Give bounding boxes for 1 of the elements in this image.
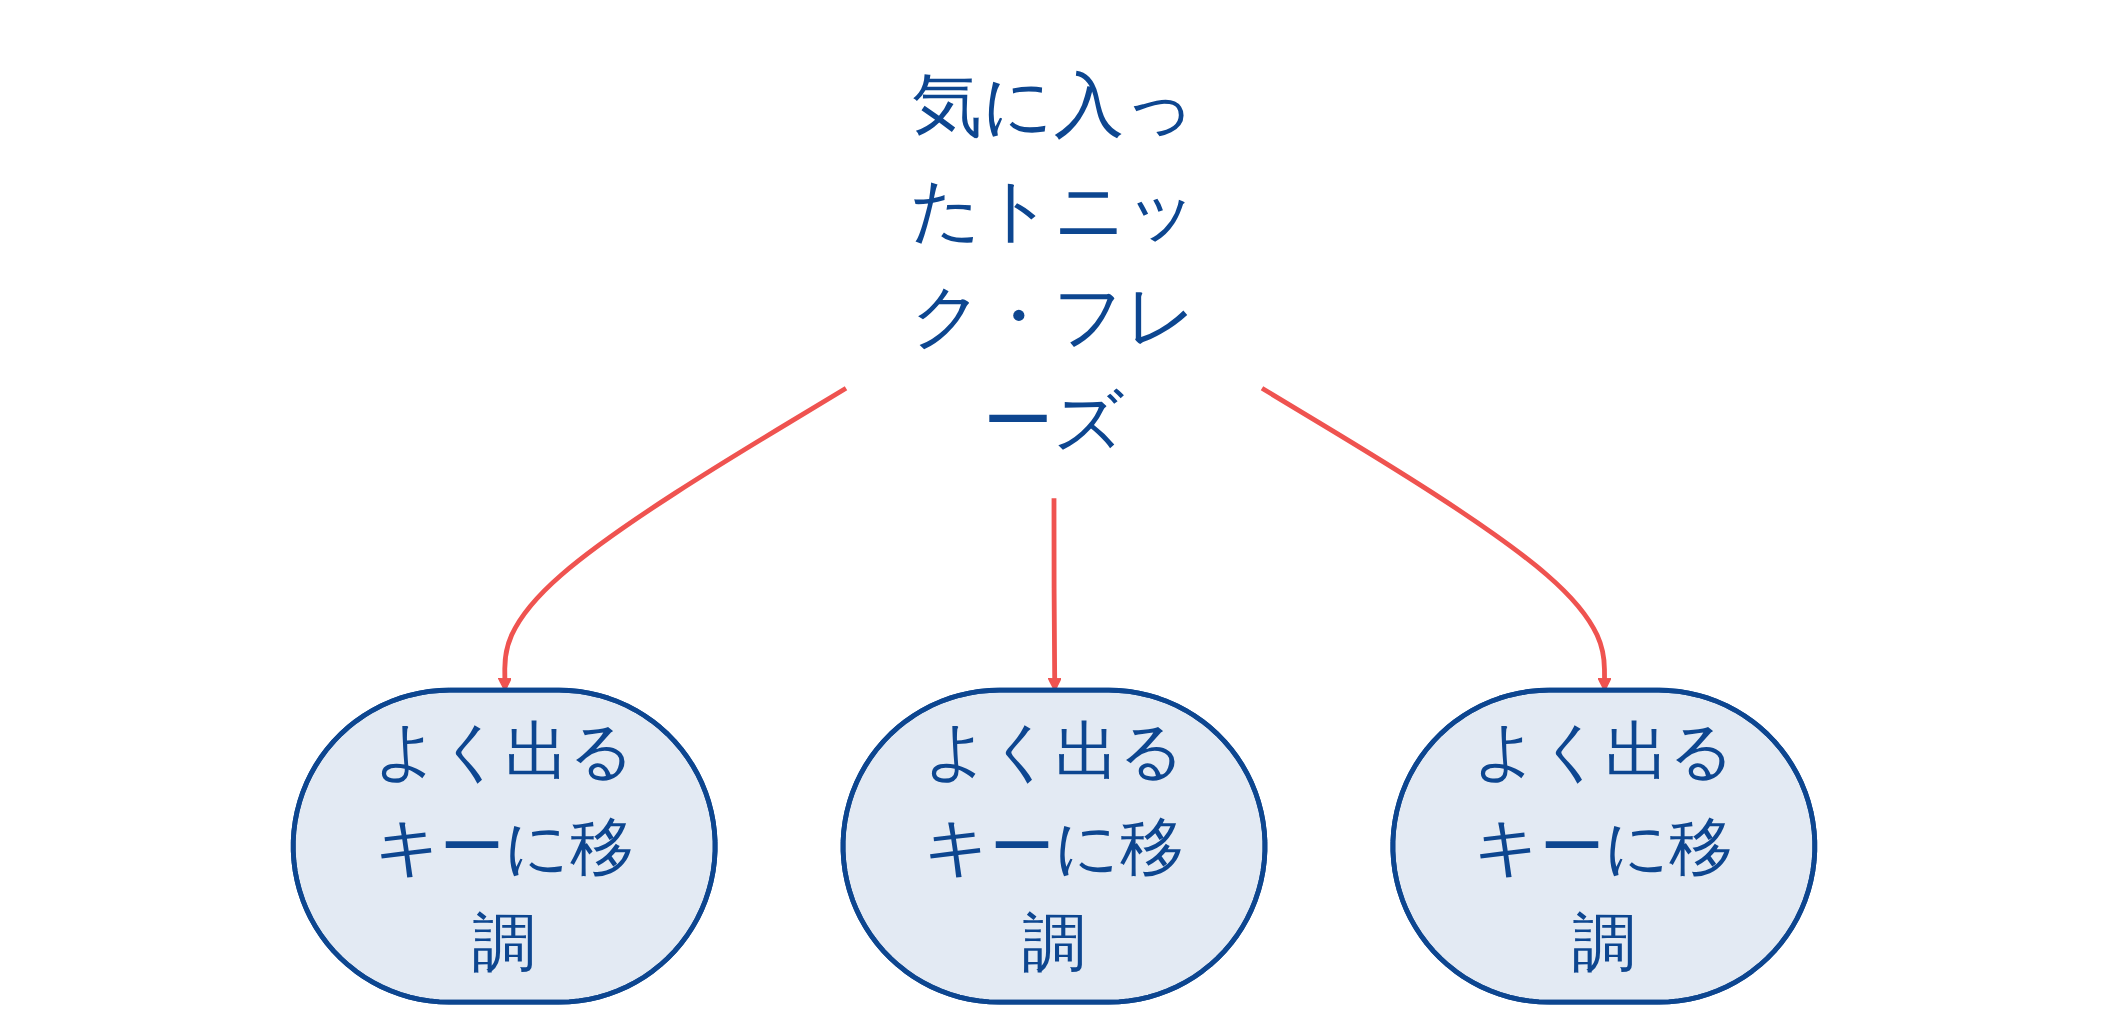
node-text: 気に入ったトニック・フレーズ — [910, 63, 1198, 462]
